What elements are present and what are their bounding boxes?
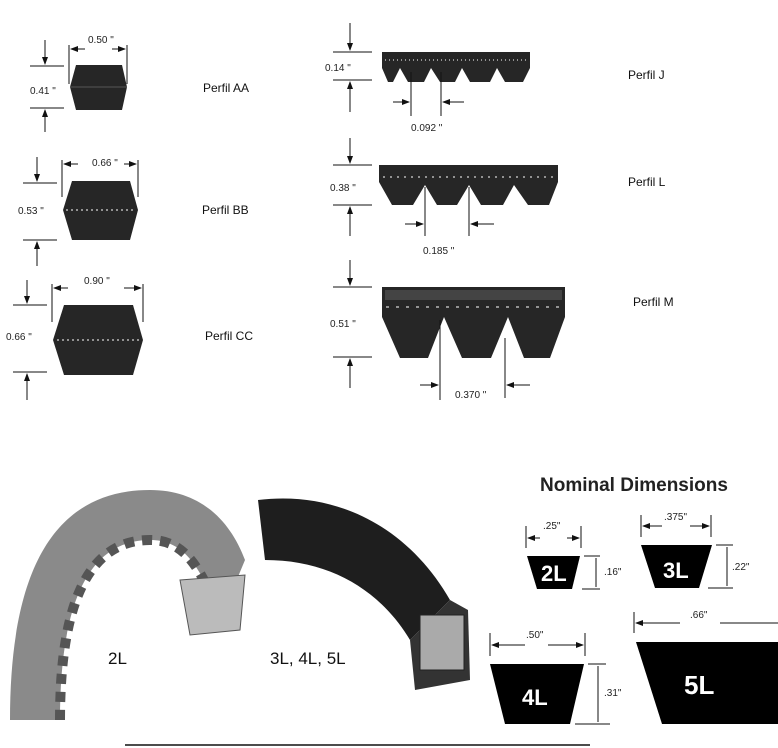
dimension-label: 0.90 " [84, 276, 110, 287]
dimension-label: 2L [108, 649, 127, 668]
dimension-label: 0.14 " [325, 63, 351, 74]
dimension-label: 0.185 " [423, 246, 455, 257]
profile-label: Perfil AA [203, 81, 249, 95]
nominal-dimensions: Nominal Dimensions 2L .25" .16" 3L .375"… [489, 475, 778, 725]
profile-label: Perfil BB [202, 203, 249, 217]
dimension-label: 0.66 " [92, 158, 118, 169]
dimension-label: .31" [604, 688, 622, 699]
profile-aa: 0.50 " 0.41 " Perfil AA [30, 35, 249, 132]
dimension-label: .22" [732, 562, 750, 573]
dimension-label: 0.370 " [455, 390, 487, 401]
dimension-label: .16" [604, 567, 622, 578]
dimension-label: 0.51 " [330, 319, 356, 330]
profile-label: Perfil L [628, 175, 666, 189]
dimension-label: 3L, 4L, 5L [270, 649, 346, 668]
profile-m: 0.51 " 0.370 " Perfil M [330, 260, 674, 401]
profile-label: Perfil J [628, 68, 665, 82]
profile-cc: 0.90 " 0.66 " Perfil CC [6, 276, 253, 400]
dimension-label: 0.66 " [6, 332, 32, 343]
dimension-label: 0.41 " [30, 86, 56, 97]
profile-bb: 0.66 " 0.53 " Perfil BB [18, 157, 249, 266]
dimension-label: 0.092 " [411, 123, 443, 134]
dimension-label: .375" [664, 512, 687, 523]
dimension-label: 3L [663, 558, 689, 583]
dimension-label: .25" [543, 521, 561, 532]
profile-label: Perfil M [633, 295, 674, 309]
profile-label: Perfil CC [205, 329, 253, 343]
dimension-label: .66" [690, 610, 708, 621]
dimension-label: .50" [526, 630, 544, 641]
dimension-label: 0.50 " [88, 35, 114, 46]
dimension-label: Nominal Dimensions [540, 475, 728, 496]
dimension-label: 5L [684, 670, 714, 700]
profile-j: 0.14 " 0.092 " Perfil J [325, 23, 665, 134]
dimension-label: 0.38 " [330, 183, 356, 194]
dimension-label: 2L [541, 561, 567, 586]
profile-l: 0.38 " 0.185 " Perfil L [330, 138, 666, 257]
dimension-label: 4L [522, 685, 548, 710]
dimension-label: 0.53 " [18, 206, 44, 217]
cogged-belt-2l-image: 2L [10, 490, 246, 721]
v-belt-3l-4l-5l-image: 3L, 4L, 5L [258, 498, 470, 690]
